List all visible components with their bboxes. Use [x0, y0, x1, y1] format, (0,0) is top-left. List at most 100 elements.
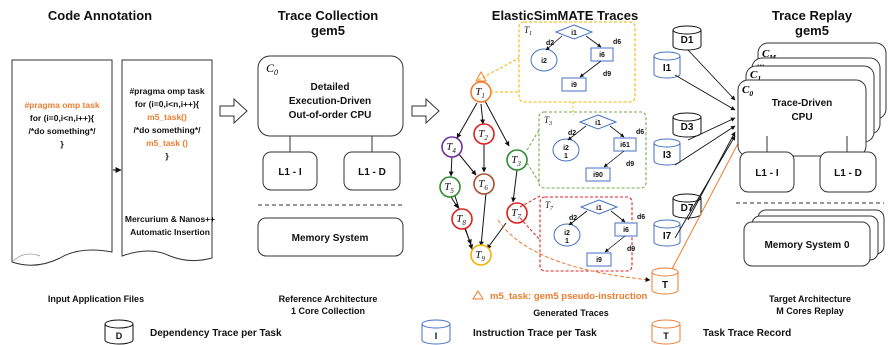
- svg-text:C0: C0: [266, 61, 278, 77]
- subgraph-left-node: [552, 138, 580, 162]
- subgraph-top-label: i1: [571, 30, 577, 37]
- pseudo-note-text: m5_task: gem5 pseudo-instruction: [490, 291, 648, 302]
- replay-core-1: C: [750, 69, 758, 81]
- legend-task-label: Task Trace Record: [703, 328, 791, 339]
- code-right-line1: #pragma omp task: [129, 86, 204, 96]
- title-trace-collection: Trace Collection: [278, 8, 378, 23]
- flow-arrow-2: [411, 97, 440, 125]
- title-trace-replay: Trace Replay: [772, 8, 853, 23]
- legend-dependency-label: Dependency Trace per Task: [150, 328, 282, 339]
- subgraph-left-extra: 1: [565, 238, 569, 245]
- collection-l1i-label: L1 - I: [278, 167, 302, 178]
- svg-text:C0: C0: [742, 84, 753, 98]
- instruction-trace-7: I7: [653, 219, 681, 247]
- task-node-label-9: T9: [475, 249, 485, 263]
- source-file-original: [11, 59, 113, 266]
- replay-l1i-box: [739, 151, 795, 193]
- collection-l1d-label: L1 - D: [358, 167, 386, 178]
- subgraph-bottom-node: [586, 252, 612, 267]
- replay-core-0-sub: 0: [749, 89, 753, 98]
- subgraph-edge: [568, 210, 588, 226]
- subgraph-bottom-label: i9: [571, 82, 577, 89]
- replay-memory-box: [743, 221, 871, 267]
- code-left-line2: for (i=0,i<n,i++){: [30, 113, 95, 123]
- task-node-label-5: T5: [444, 181, 454, 195]
- svg-text:C1: C1: [750, 69, 761, 83]
- subgraph-edge: [604, 235, 626, 253]
- task-node-5: T5: [439, 176, 461, 198]
- caption-reference-1: Reference Architecture: [279, 294, 378, 304]
- insertion-label-1: Mercurium & Nanos++: [125, 214, 215, 224]
- subgraph-top-node: [578, 114, 618, 130]
- pseudo-note-triangle: [472, 290, 484, 300]
- task-node-4: T4: [441, 136, 463, 158]
- dependency-trace-7: D7: [672, 193, 702, 219]
- title-elastic-traces: ElasticSimMATE Traces: [492, 8, 638, 23]
- subgraph-edge: [545, 35, 563, 51]
- subgraph-right-label: i6: [599, 52, 605, 59]
- insertion-label-2: Automatic Insertion: [130, 227, 210, 237]
- subgraph-left-node: [530, 48, 558, 72]
- code-right-line4: /*do something*/: [133, 125, 201, 135]
- caption-reference-2: 1 Core Collection: [291, 306, 365, 316]
- source-file-annotated: [121, 59, 213, 262]
- collection-l1d-box: [343, 151, 401, 191]
- instruction-trace-3: I3: [653, 138, 681, 166]
- subgraph-top-node: [579, 199, 619, 215]
- legend-instruction-icon: [421, 319, 451, 345]
- t3-panel-link: [526, 129, 540, 183]
- caption-generated: Generated Traces: [533, 308, 609, 318]
- instruction-trace-label: I1: [663, 63, 672, 74]
- replay-cpu-line1: Trace-Driven: [772, 98, 833, 109]
- collection-memory-label: Memory System: [292, 233, 369, 244]
- subgraph-dep-label: d6: [613, 39, 621, 46]
- subgraph-dep-label: d2: [546, 40, 554, 47]
- t1-panel-link: [477, 57, 520, 93]
- legend-instruction-symbol: I: [435, 331, 438, 341]
- subgraph-left-node: [553, 223, 581, 247]
- task-node-label-2: T2: [478, 128, 488, 142]
- subgraph-right-node: [613, 137, 637, 152]
- subgraph-dep-label: d9: [626, 161, 634, 168]
- task-node-label-3: T3: [511, 154, 521, 168]
- replay-cpu-line2: CPU: [791, 112, 812, 123]
- title-trace-replay-gem5: gem5: [795, 23, 829, 38]
- task-node-7: T7: [506, 202, 528, 224]
- subgraph-edge: [567, 125, 587, 141]
- task-node-3: T3: [506, 149, 528, 171]
- collection-core-sub: 0: [274, 68, 278, 77]
- task-node-label-7: T7: [511, 207, 521, 221]
- subgraph-left-label: i2: [563, 145, 569, 152]
- collection-l1i-box: [262, 151, 318, 191]
- replay-l1i-label: L1 - I: [755, 168, 779, 179]
- subgraph-edge: [585, 35, 602, 48]
- task-node-6: T6: [473, 173, 495, 195]
- collection-memory-box: [257, 217, 404, 257]
- task-trace-to-replay: [671, 131, 745, 270]
- dependency-trace-1: D1: [672, 25, 702, 51]
- replay-l1d-box: [819, 151, 877, 193]
- code-left-line1: #pragma omp task: [24, 100, 99, 110]
- replay-core-ellipsis: ...: [757, 58, 765, 68]
- collection-connectors: [289, 136, 373, 152]
- subgraph-right-label: i61: [620, 142, 630, 149]
- replay-connectors: [766, 136, 848, 152]
- subgraph-edge: [610, 210, 626, 223]
- collection-cpu-line2: Execution-Driven: [289, 96, 371, 107]
- t7-to-task-trace: [497, 219, 651, 283]
- legend-dependency-symbol: D: [116, 331, 123, 341]
- task-trace-label: T: [662, 280, 668, 291]
- subgraph-dep-label: d2: [569, 215, 577, 222]
- subgraph-right-node: [614, 222, 638, 237]
- task-node-label-6: T6: [478, 178, 488, 192]
- subgraph-edge: [579, 60, 602, 78]
- subgraph-left-label: i2: [564, 230, 570, 237]
- task-node-9: T9: [470, 244, 492, 266]
- subgraph-bottom-node: [561, 77, 587, 92]
- code-right-line6: }: [165, 151, 169, 161]
- subgraph-bottom-node: [585, 167, 611, 182]
